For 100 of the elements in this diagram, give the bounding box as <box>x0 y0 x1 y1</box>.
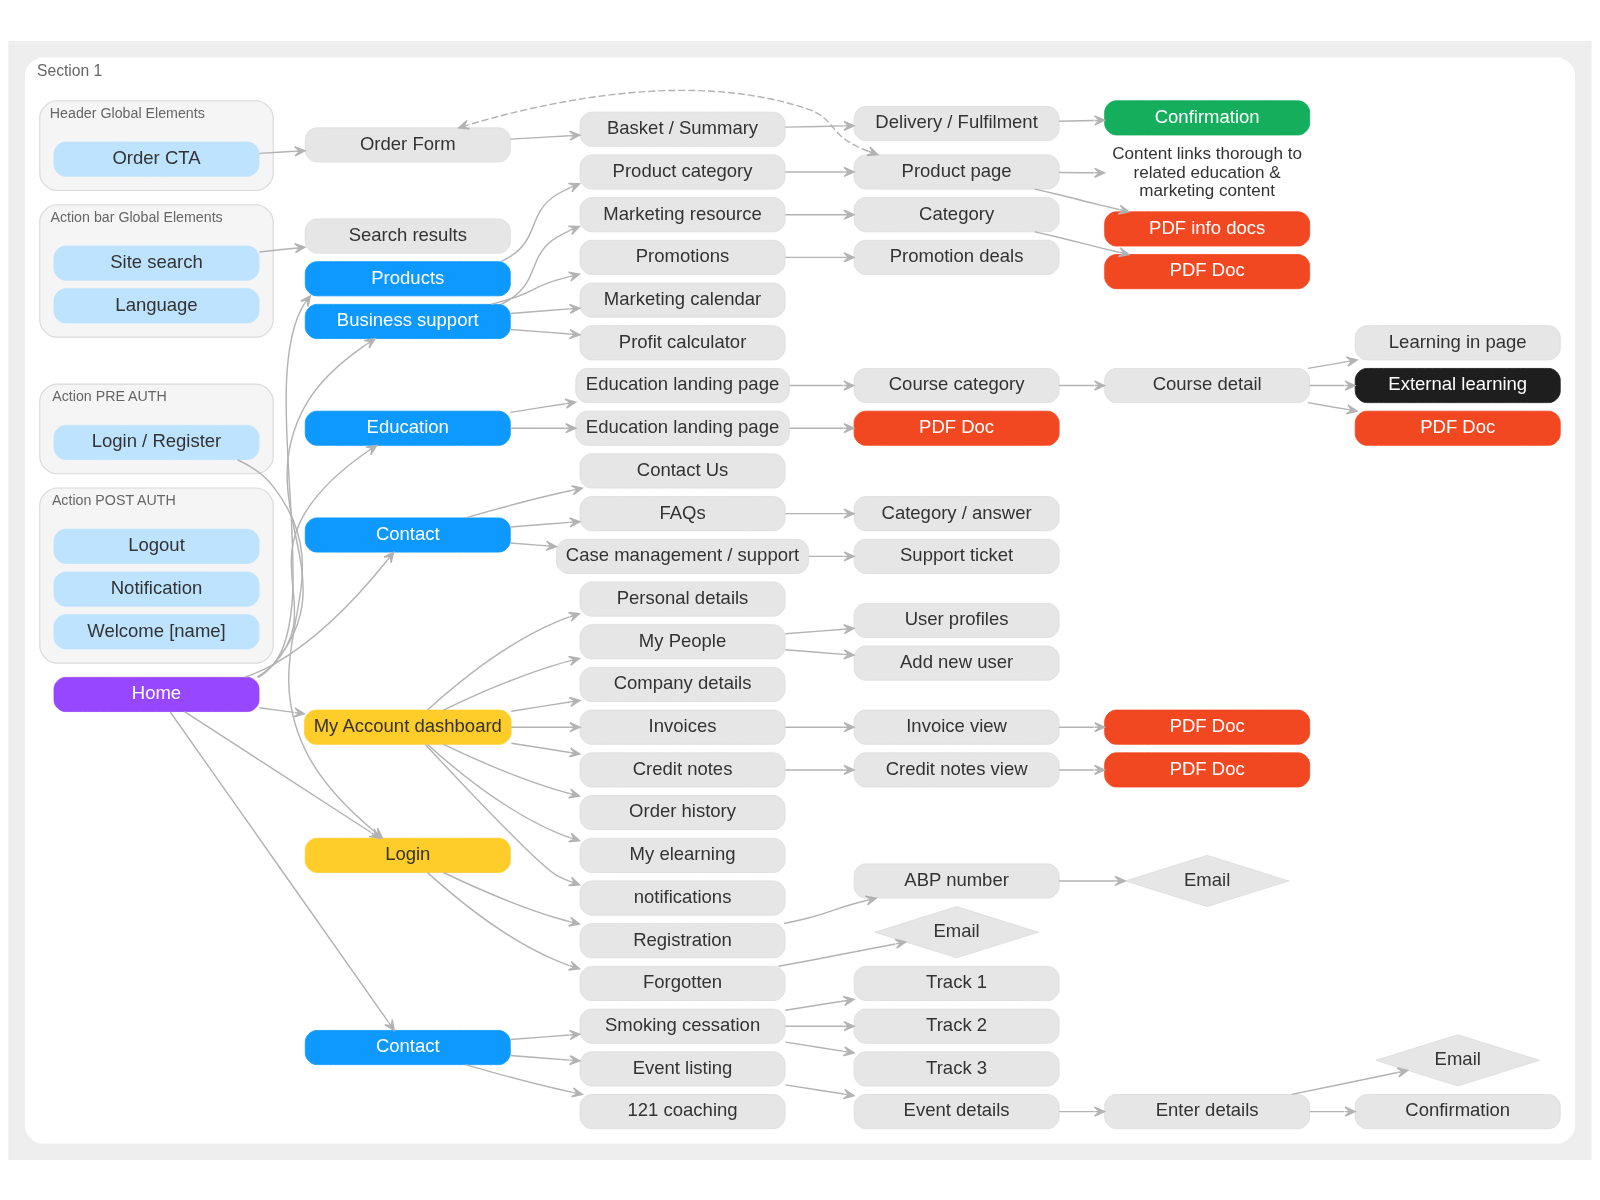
arrow <box>788 379 855 391</box>
node-box: Credit notes <box>579 751 786 787</box>
arrow <box>510 721 581 732</box>
arrow <box>784 1020 855 1031</box>
node-box: My People <box>579 623 786 659</box>
node-box: Confirmation <box>1104 99 1311 135</box>
node-box: Event listing <box>579 1050 786 1086</box>
node-box: Profit calculator <box>579 324 786 360</box>
arrow <box>784 507 855 519</box>
node-box: Login <box>304 837 511 873</box>
arrow <box>426 871 581 971</box>
arrow <box>490 271 581 305</box>
node-box: PDF Doc <box>1104 253 1311 289</box>
arrow <box>424 743 581 886</box>
node-box: Invoices <box>579 709 786 745</box>
node-box: Contact <box>304 1029 511 1065</box>
arrow <box>510 696 581 712</box>
arrow <box>458 89 879 156</box>
arrow <box>1291 1066 1409 1095</box>
node-box: Invoice view <box>853 709 1060 745</box>
node-box: Login / Register <box>53 424 260 460</box>
arrow <box>784 1083 855 1099</box>
node-box: PDF Doc <box>1104 751 1311 787</box>
arrow <box>784 1040 855 1057</box>
arrow <box>1058 721 1106 732</box>
arrow <box>784 648 855 660</box>
arrow <box>509 398 577 413</box>
node-box: ABP number <box>853 862 1060 898</box>
node-box: Support ticket <box>853 538 1060 574</box>
node-box: Learning in page <box>1354 324 1561 360</box>
arrow <box>442 655 581 711</box>
arrow <box>257 337 376 678</box>
arrow <box>426 743 581 843</box>
arrow <box>258 706 306 718</box>
arrow <box>509 516 581 528</box>
arrow <box>784 995 855 1011</box>
node-box: Home <box>53 676 260 712</box>
node-box: Track 3 <box>853 1050 1060 1086</box>
arrow <box>509 1054 581 1065</box>
arrow <box>442 743 581 799</box>
node-box: Contact Us <box>579 452 786 488</box>
node-box: Marketing resource <box>579 196 786 232</box>
arrow <box>1058 167 1106 178</box>
arrow <box>244 550 395 678</box>
arrow <box>784 120 855 131</box>
node-box: PDF Doc <box>853 410 1060 446</box>
node-box: PDF Doc <box>1354 410 1561 446</box>
arrow <box>258 145 306 156</box>
arrow <box>777 938 907 967</box>
arrow <box>1307 356 1358 369</box>
node-box: Registration <box>579 922 786 958</box>
node-box: Order Form <box>304 126 511 162</box>
arrow <box>1058 875 1126 886</box>
arrow <box>500 224 581 305</box>
node-box: Education <box>304 410 511 446</box>
node-box: Category / answer <box>853 495 1060 531</box>
arrow <box>509 130 581 141</box>
arrow <box>464 1063 584 1097</box>
node-box: Event details <box>853 1093 1060 1129</box>
arrow <box>1307 401 1358 415</box>
node-diamond: Email <box>874 905 1039 958</box>
node-box: Enter details <box>1104 1093 1311 1129</box>
arrow <box>784 166 855 177</box>
node-diamond: Email <box>1124 854 1290 907</box>
node-box: Delivery / Fulfilment <box>853 105 1060 141</box>
arrow <box>784 623 855 634</box>
arrow <box>442 871 581 927</box>
arrow <box>1034 187 1130 215</box>
arrow <box>426 611 581 711</box>
node-box: Education landing page <box>575 410 790 446</box>
node-box: My elearning <box>579 837 786 873</box>
arrow <box>258 294 312 678</box>
node-box: Track 1 <box>853 965 1060 1001</box>
arrow <box>183 710 381 839</box>
node-box: Marketing calendar <box>579 282 786 318</box>
arrow <box>1058 764 1106 775</box>
node-box: Products <box>304 260 511 296</box>
node-box: Credit notes view <box>853 751 1060 787</box>
arrow <box>1309 379 1356 391</box>
node-box: Welcome [name] <box>53 613 260 649</box>
arrow <box>509 328 581 339</box>
node-text: Content links thorough to related education & marketing content <box>1112 143 1303 200</box>
arrow <box>783 894 877 924</box>
arrow <box>256 444 378 678</box>
node-box: 121 coaching <box>579 1093 786 1129</box>
arrow <box>500 182 581 262</box>
node-box: Logout <box>53 528 260 564</box>
arrow <box>784 764 855 775</box>
node-box: notifications <box>579 880 786 916</box>
node-diamond: Email <box>1375 1033 1540 1086</box>
arrow <box>510 742 581 758</box>
arrow <box>1058 379 1106 391</box>
node-box: Add new user <box>853 645 1060 681</box>
node-box: Education landing page <box>575 367 790 403</box>
node-box: Basket / Summary <box>579 111 786 147</box>
node-box: Promotions <box>579 239 786 275</box>
node-box: User profiles <box>853 602 1060 638</box>
node-box: Confirmation <box>1354 1093 1561 1129</box>
arrow <box>1058 1105 1106 1117</box>
arrow <box>509 540 557 551</box>
